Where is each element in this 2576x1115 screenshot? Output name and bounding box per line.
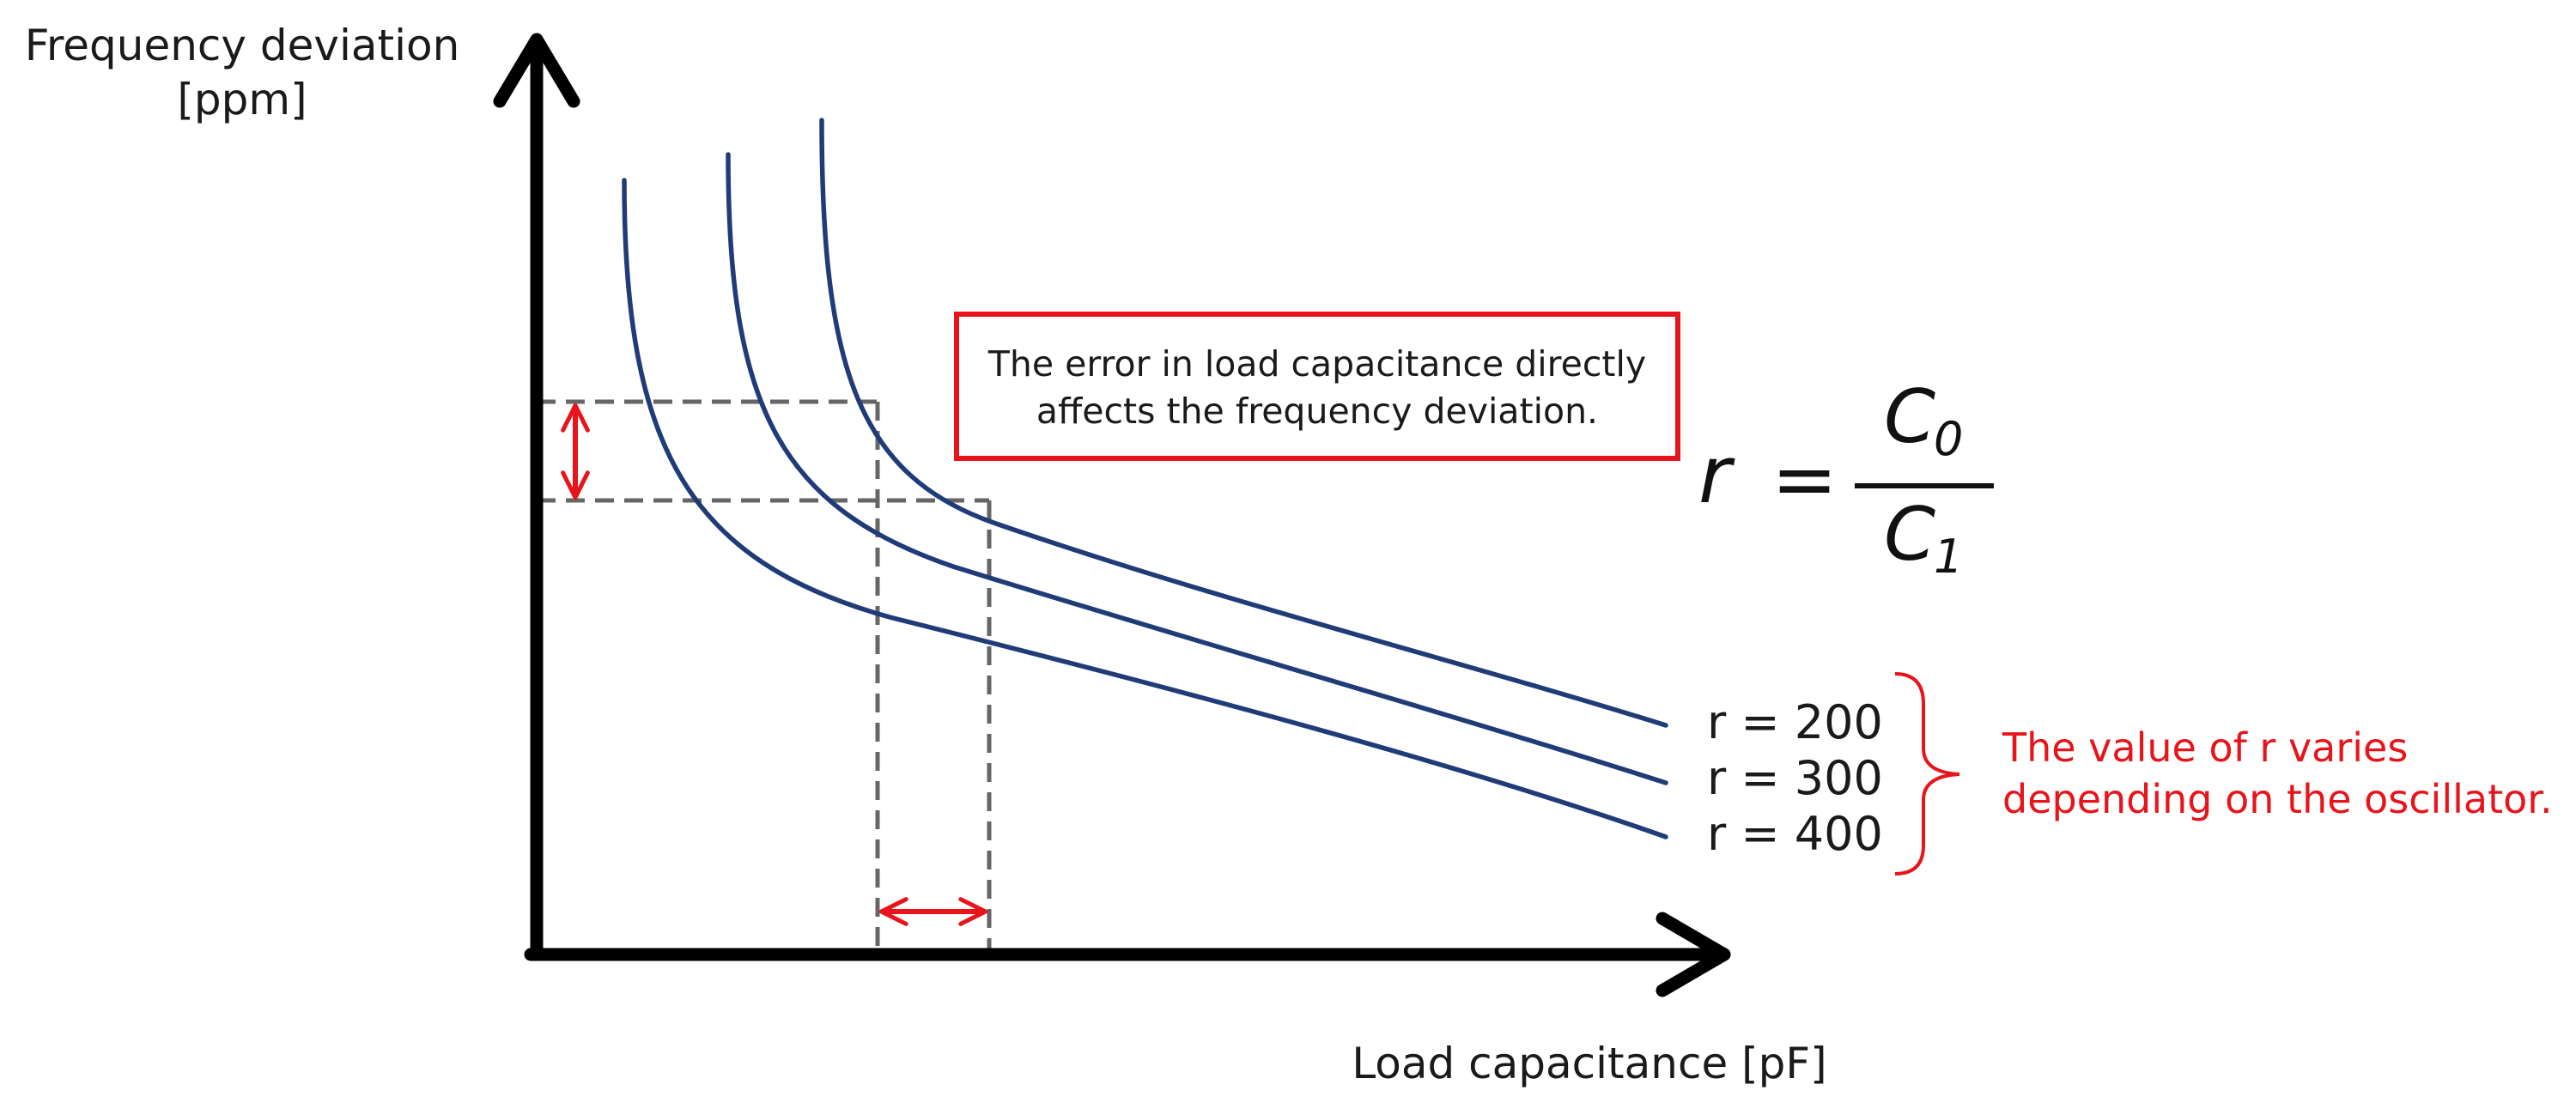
curve-r-200 [819,118,1668,728]
curve-label-r-400: r = 400 [1707,807,1883,861]
curve-r-300 [726,152,1668,785]
callout-line1: The error in load capacitance directly [987,343,1646,385]
note-line2: depending on the oscillator. [2002,776,2553,822]
formula: r = C 0 C 1 [1698,374,1994,584]
formula-denominator-subscript: 1 [1934,530,1963,584]
formula-equals: = [1771,433,1838,525]
x-axis-arrowhead [1656,912,1731,997]
note-line1: The value of r varies [2002,724,2408,771]
y-axis-label-line2: [ppm] [177,75,307,124]
curve-label-r-300: r = 300 [1707,751,1883,805]
y-axis-arrowhead [493,33,580,108]
callout-box: The error in load capacitance directly a… [954,312,1680,461]
formula-numerator: C [1884,374,1935,460]
curve-r-400 [622,178,1668,839]
formula-numerator-subscript: 0 [1934,412,1963,466]
callout-border [954,312,1680,461]
formula-lhs: r [1698,429,1735,521]
curves [622,118,1668,839]
y-axis-label-line1: Frequency deviation [25,21,460,70]
x-axis-label: Load capacitance [pF] [1352,1039,1826,1088]
axes [493,33,1731,997]
callout-line2: affects the frequency deviation. [1036,391,1598,432]
formula-denominator: C [1884,492,1935,578]
curve-label-r-200: r = 200 [1707,695,1883,749]
red-curly-brace [1894,672,1960,876]
